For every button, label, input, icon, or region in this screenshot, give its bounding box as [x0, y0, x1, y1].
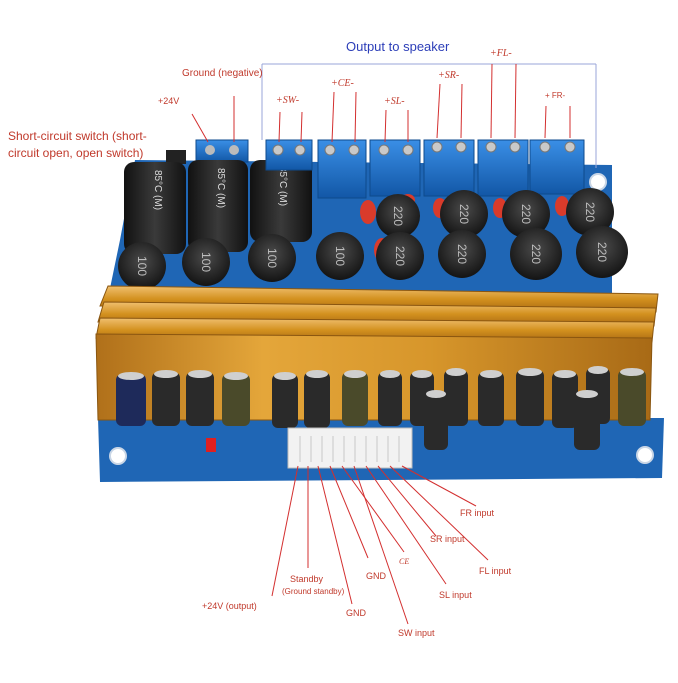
- pin-label-sl-input: SL input: [439, 590, 472, 600]
- pin-label-standby-sub: (Ground standby): [282, 587, 345, 596]
- pin-label-ce: CE: [399, 557, 410, 566]
- channel-label-fl: +FL-: [490, 48, 512, 59]
- top-arrows: [191, 63, 571, 143]
- inductor-marking: 100: [333, 246, 347, 266]
- cap-marking: 85°C (M): [277, 166, 288, 206]
- pin-label-standby: Standby: [290, 574, 324, 584]
- output-bracket: [261, 63, 597, 168]
- channel-label-fr: + FR-: [545, 91, 566, 100]
- pin-label-sr-input: SR input: [430, 534, 465, 544]
- input-leader-lines: [271, 465, 489, 625]
- large-capacitor: [188, 160, 248, 252]
- channel-label-sw: +SW-: [276, 95, 300, 106]
- terminal-screw: [229, 145, 239, 155]
- inductor-marking: 220: [455, 244, 469, 264]
- inductor-marking: 100: [135, 256, 149, 276]
- inductor-marking: 220: [519, 204, 533, 224]
- inductor-marking: 100: [265, 248, 279, 268]
- mounting-hole: [109, 447, 127, 465]
- inductor-marking: 220: [583, 202, 597, 222]
- pin-label-sw-input: SW input: [398, 628, 435, 638]
- ground-negative-label: Ground (negative): [182, 68, 263, 79]
- large-capacitor: [124, 162, 186, 254]
- power-led: [206, 438, 216, 452]
- inductor-marking: 220: [595, 242, 609, 262]
- cap-marking: 85°C (M): [215, 168, 226, 208]
- channel-label-sr: +SR-: [438, 70, 460, 81]
- inductor-marking: 100: [199, 252, 213, 272]
- mounting-hole: [636, 446, 654, 464]
- inductor-marking: 220: [529, 244, 543, 264]
- input-connector: [287, 427, 413, 469]
- inductors: [118, 188, 628, 290]
- pin-label-fl-input: FL input: [479, 566, 512, 576]
- pin-label-gnd: GND: [366, 571, 386, 581]
- short-circuit-switch-label: Short-circuit switch (short-circuit open…: [8, 129, 147, 160]
- pin-label-fr-input: FR input: [460, 508, 495, 518]
- large-capacitor: [250, 160, 312, 242]
- pin-label-gnd: GND: [346, 608, 366, 618]
- small-capacitors: [116, 366, 646, 450]
- connector-pins: [299, 436, 400, 462]
- cap-marking: 85°C (M): [152, 170, 163, 210]
- pin-label-24v-output: +24V (output): [202, 601, 257, 611]
- channel-label-sl: +SL-: [384, 96, 405, 107]
- power-terminal: [195, 139, 249, 163]
- inductor-marking: 220: [391, 206, 405, 226]
- channel-label-ce: +CE-: [331, 78, 354, 89]
- inductor-marking: 220: [393, 246, 407, 266]
- plus-24v-label: +24V: [158, 96, 180, 106]
- mounting-hole: [589, 173, 607, 191]
- terminal-screw: [205, 145, 215, 155]
- short-circuit-jumper: [166, 150, 186, 164]
- output-title: Output to speaker: [346, 39, 450, 54]
- inductor-marking: 220: [457, 204, 471, 224]
- speaker-terminals: [265, 139, 585, 199]
